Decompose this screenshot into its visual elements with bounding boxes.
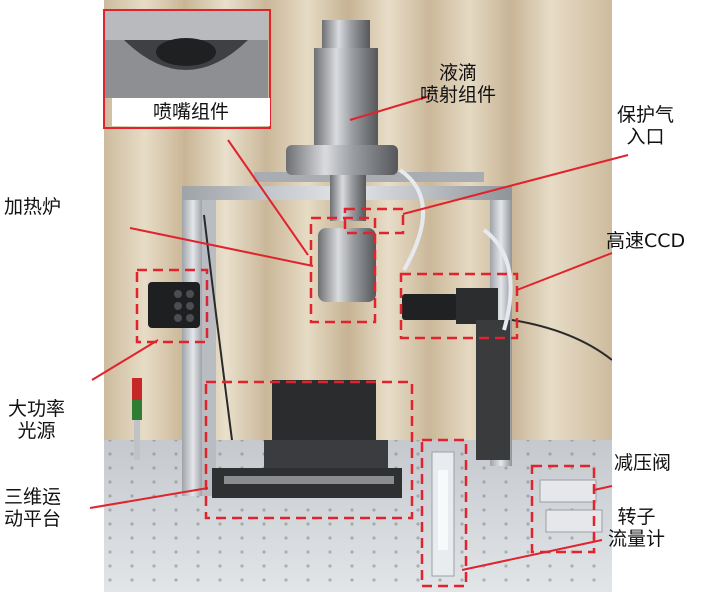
leader-ccd: [516, 252, 613, 291]
label-light-source-line2: 光源: [17, 420, 56, 442]
label-flowmeter-line1: 转子: [617, 506, 656, 528]
leader-platform: [89, 487, 209, 509]
label-protective-gas-line1: 保护气: [617, 104, 675, 126]
leader-light: [91, 339, 159, 381]
light-source-box: [135, 268, 209, 344]
furnace-box: [309, 216, 377, 324]
label-light-source: 大功率 光源: [8, 398, 65, 442]
label-droplet-jet: 液滴 喷射组件: [420, 62, 496, 106]
label-heating-furnace: 加热炉: [4, 196, 62, 218]
valve-box: [530, 464, 596, 554]
label-droplet-jet-line1: 液滴: [439, 62, 478, 84]
label-flowmeter-line2: 流量计: [608, 528, 666, 550]
motion-platform-box: [204, 380, 414, 520]
label-motion-platform-line2: 动平台: [4, 508, 62, 530]
label-droplet-jet-line2: 喷射组件: [420, 84, 497, 106]
label-light-source-line1: 大功率: [8, 398, 66, 420]
leader-furnace: [129, 227, 314, 267]
gas-inlet-box: [343, 207, 405, 235]
label-protective-gas: 保护气 入口: [617, 104, 674, 148]
ccd-box: [399, 272, 519, 340]
label-motion-platform-line1: 三维运: [4, 486, 62, 508]
label-pressure-valve: 减压阀: [614, 452, 672, 474]
label-high-speed-ccd: 高速CCD: [606, 230, 686, 252]
flowmeter-box: [420, 438, 468, 588]
inset-label-nozzle: 喷嘴组件: [112, 98, 270, 126]
inset-frame: [103, 9, 271, 129]
leader-valve: [593, 485, 613, 491]
label-protective-gas-line2: 入口: [626, 126, 665, 148]
leader-inset: [227, 139, 309, 256]
leader-flowmeter: [461, 539, 603, 571]
label-motion-platform: 三维运 动平台: [4, 486, 61, 530]
leader-jet: [349, 95, 431, 121]
label-flowmeter: 转子 流量计: [608, 506, 665, 550]
leader-gas: [402, 154, 629, 215]
